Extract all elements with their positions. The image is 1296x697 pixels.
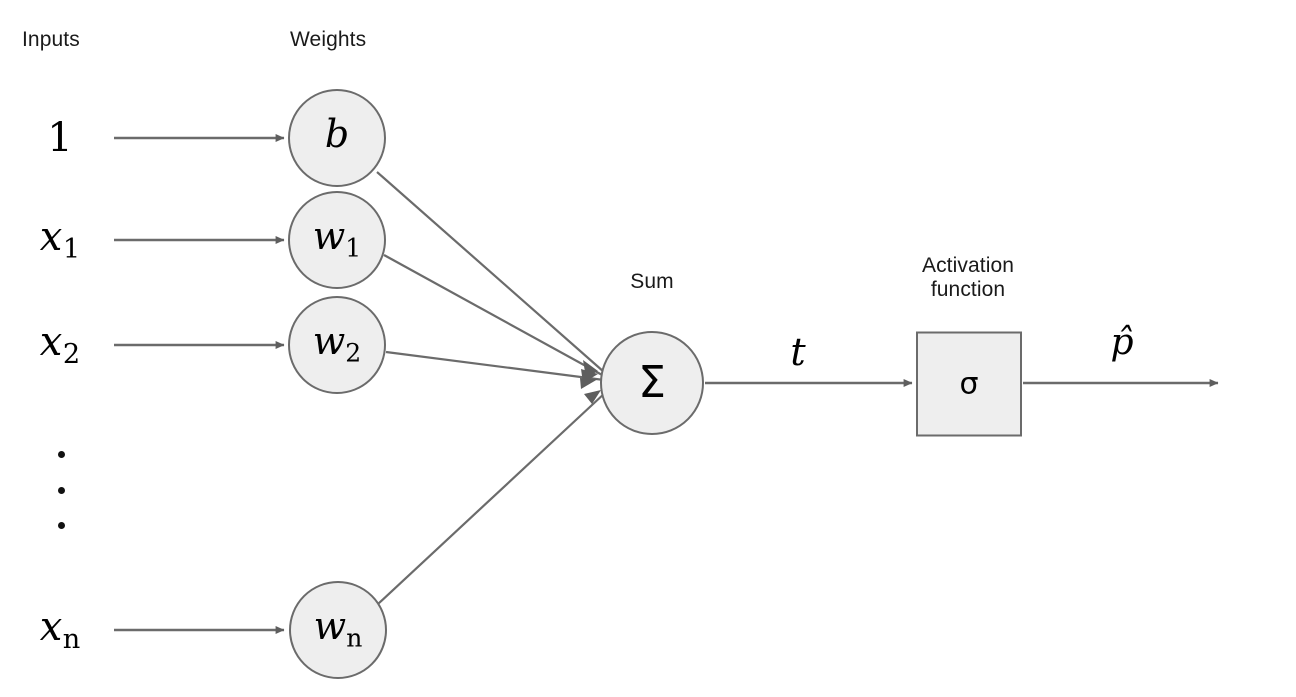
sum-node-symbol: Σ <box>638 357 666 408</box>
column-header-activation-line1: Activation <box>921 254 1015 277</box>
input-label-bias: 1 <box>47 115 73 161</box>
input-ellipsis <box>57 451 65 529</box>
column-header-sum: Sum <box>630 270 674 293</box>
weight-node-wn-label: wn <box>313 604 363 653</box>
edge-wn-to-sum <box>377 391 607 605</box>
edge-w2-to-sum <box>385 350 605 382</box>
activation-function-symbol: σ <box>959 366 979 401</box>
input-label-x1-subscript: 1 <box>62 233 81 265</box>
weight-node-w1[interactable]: w1 <box>288 191 386 289</box>
weight-node-b-label: b <box>324 112 350 157</box>
weight-node-w1-label: w1 <box>312 214 362 263</box>
weight-node-wn[interactable]: wn <box>289 581 387 679</box>
weight-node-w2[interactable]: w2 <box>288 296 386 394</box>
input-label-xn: xn <box>39 604 81 655</box>
ellipsis-dot <box>57 451 65 458</box>
edge-label-pre-activation: t <box>790 330 806 374</box>
input-label-x2-subscript: 2 <box>62 338 81 370</box>
sum-node[interactable]: Σ <box>600 331 704 435</box>
column-header-weights: Weights <box>290 28 367 51</box>
column-header-activation-line2: function <box>930 278 1006 301</box>
edge-b-to-sum <box>376 171 605 373</box>
edge-label-output: p̂ <box>1110 322 1134 363</box>
input-label-xn-subscript: n <box>62 623 81 655</box>
input-label-x2: x2 <box>39 319 81 370</box>
activation-function-node[interactable]: σ <box>916 331 1022 437</box>
ellipsis-dot <box>57 522 65 529</box>
input-label-x1: x1 <box>39 214 81 265</box>
weight-node-b[interactable]: b <box>288 89 386 187</box>
weight-node-w2-label: w2 <box>312 319 362 368</box>
edge-w1-to-sum <box>383 254 605 377</box>
column-header-inputs: Inputs <box>22 28 80 51</box>
ellipsis-dot <box>57 486 65 494</box>
sum-inbound-arrowheads <box>580 360 601 404</box>
